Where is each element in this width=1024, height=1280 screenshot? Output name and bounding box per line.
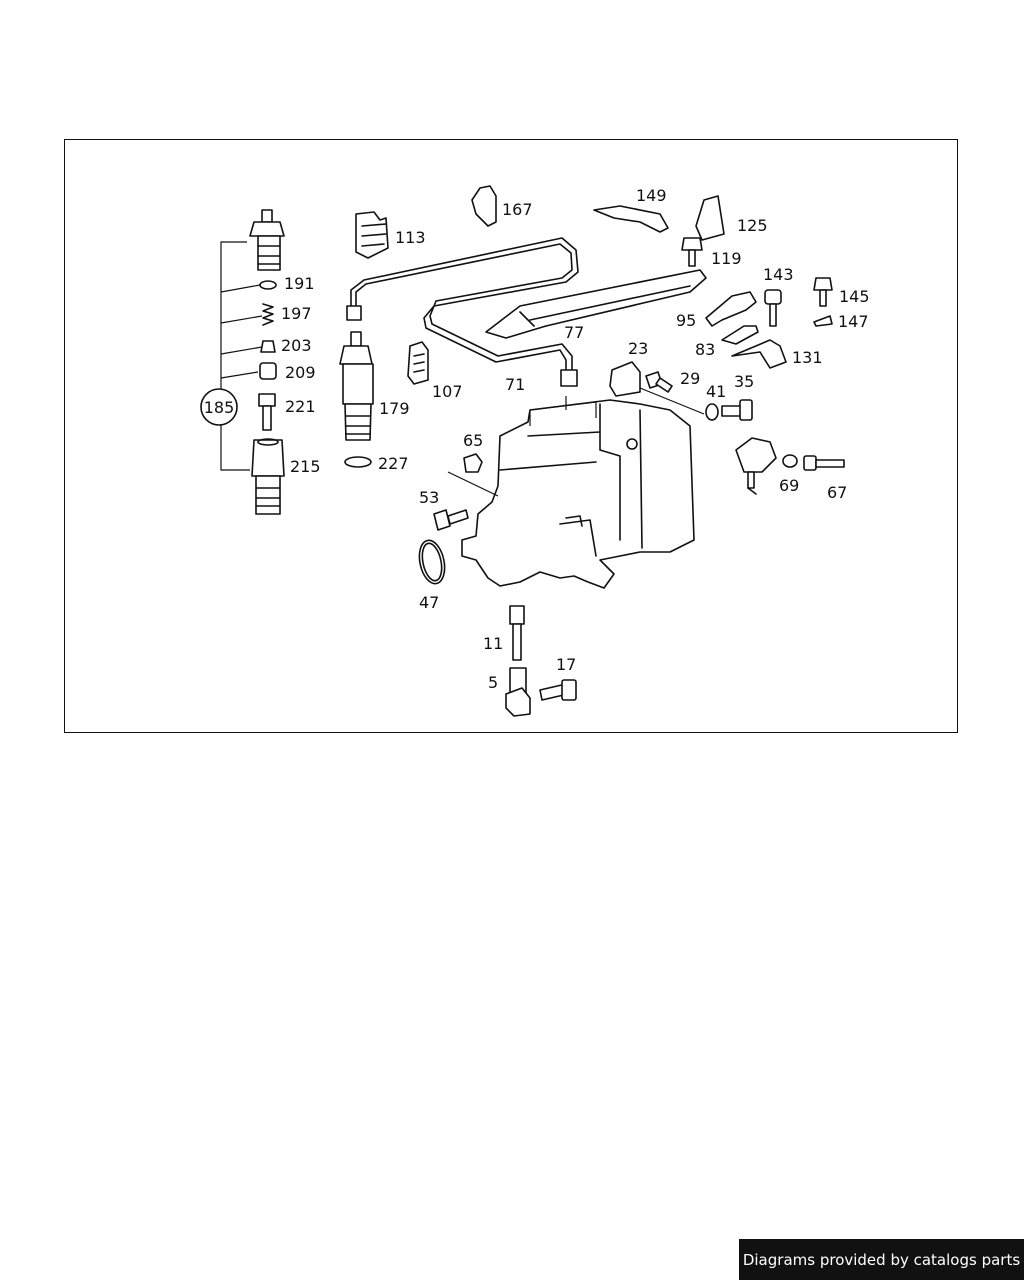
bolt-53	[433, 509, 469, 531]
label-167: 167	[502, 200, 533, 219]
label-29: 29	[680, 369, 700, 388]
label-11: 11	[483, 634, 503, 653]
label-95: 95	[676, 311, 696, 330]
label-125: 125	[737, 216, 768, 235]
label-143: 143	[763, 265, 794, 284]
bolt-143	[764, 289, 782, 327]
label-23: 23	[628, 339, 648, 358]
label-77: 77	[564, 323, 584, 342]
label-185: 185	[204, 398, 235, 417]
label-47: 47	[419, 593, 439, 612]
label-65: 65	[463, 431, 483, 450]
washer-227	[344, 456, 372, 468]
nozzle-body-215	[251, 438, 285, 515]
nozzle-needle-221	[258, 393, 276, 431]
label-35: 35	[734, 372, 754, 391]
bracket-23	[609, 361, 641, 397]
solenoid-valve	[735, 437, 777, 495]
injection-lines-71	[346, 237, 579, 387]
label-17: 17	[556, 655, 576, 674]
label-53: 53	[419, 488, 439, 507]
bracket-83	[721, 325, 759, 345]
part-labels: 185 191 197 203 209 221 215 179 227 113 …	[204, 186, 870, 692]
label-147: 147	[838, 312, 869, 331]
label-179: 179	[379, 399, 410, 418]
label-191: 191	[284, 274, 315, 293]
bracket-plate-77	[485, 269, 707, 339]
label-209: 209	[285, 363, 316, 382]
label-67: 67	[827, 483, 847, 502]
clamp-113	[355, 211, 389, 259]
label-113: 113	[395, 228, 426, 247]
leader-65	[447, 471, 499, 497]
oring-47	[418, 539, 446, 585]
bolt-119	[681, 237, 703, 267]
washer-69	[782, 454, 798, 468]
bracket-149	[593, 205, 669, 233]
injection-nozzle-top	[249, 209, 285, 271]
nozzle-group-bracket	[200, 241, 263, 471]
washer-191	[259, 280, 277, 290]
clip-167	[471, 185, 497, 227]
label-227: 227	[378, 454, 409, 473]
label-71: 71	[505, 375, 525, 394]
label-107: 107	[432, 382, 463, 401]
label-197: 197	[281, 304, 312, 323]
credit-badge: Diagrams provided by catalogs parts	[739, 1239, 1024, 1280]
bolt-11	[509, 605, 525, 661]
bracket-125	[695, 195, 725, 241]
label-203: 203	[281, 336, 312, 355]
label-221: 221	[285, 397, 316, 416]
bracket-line-71	[529, 396, 597, 426]
label-145: 145	[839, 287, 870, 306]
label-119: 119	[711, 249, 742, 268]
spring-197	[262, 303, 274, 326]
label-131: 131	[792, 348, 823, 367]
washer-41	[705, 403, 719, 421]
label-41: 41	[706, 382, 726, 401]
pin-203	[260, 340, 276, 353]
injection-pump-body	[461, 399, 695, 589]
bolt-29	[645, 371, 673, 393]
bolt-145	[813, 277, 833, 307]
label-149: 149	[636, 186, 667, 205]
bracket-131	[731, 339, 787, 369]
bolt-35	[721, 399, 753, 421]
credit-text: Diagrams provided by catalogs parts	[742, 1250, 1021, 1269]
fitting-5	[505, 667, 531, 717]
nut-65	[463, 453, 483, 473]
spacer-209	[259, 362, 277, 380]
bracket-95	[705, 291, 757, 327]
label-83: 83	[695, 340, 715, 359]
label-5: 5	[488, 673, 498, 692]
label-69: 69	[779, 476, 799, 495]
bolt-17	[539, 679, 577, 701]
connector-107	[407, 341, 429, 385]
leader-41	[639, 387, 705, 415]
bolt-67	[803, 455, 845, 471]
label-215: 215	[290, 457, 321, 476]
injector-179	[339, 331, 374, 441]
clip-147	[813, 315, 833, 327]
